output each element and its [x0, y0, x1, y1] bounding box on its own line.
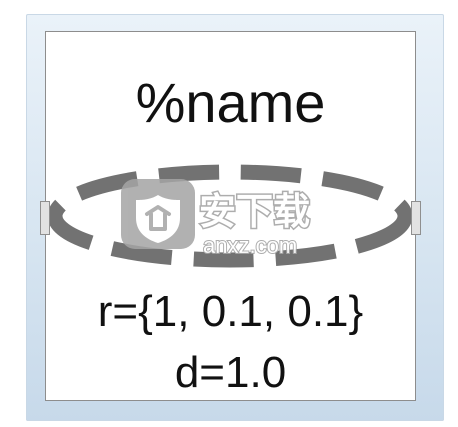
right-connector-port[interactable] — [411, 201, 421, 235]
component-panel[interactable] — [45, 31, 416, 401]
left-connector-port[interactable] — [40, 201, 50, 235]
component-name-label: %name — [135, 71, 326, 134]
parameter-r-label: r={1, 0.1, 0.1} — [97, 287, 364, 336]
parameter-d-label: d=1.0 — [174, 348, 287, 397]
